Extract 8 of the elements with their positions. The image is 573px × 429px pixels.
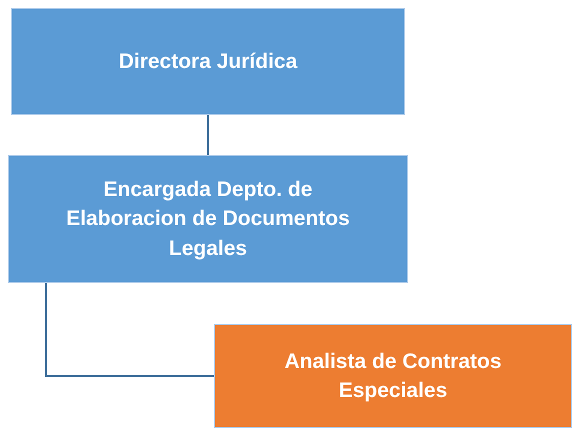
role-title: Analista de Contratos Especiales [283,348,503,404]
highlighted-box [214,324,572,428]
connector-line [207,115,209,155]
org-box [8,155,408,283]
role-title: Encargada Depto. de Elaboracion de Documentos Legales [65,176,351,262]
role-title: Directora Jurídica [118,48,298,75]
connector-line [45,283,214,377]
org-box [11,8,405,115]
